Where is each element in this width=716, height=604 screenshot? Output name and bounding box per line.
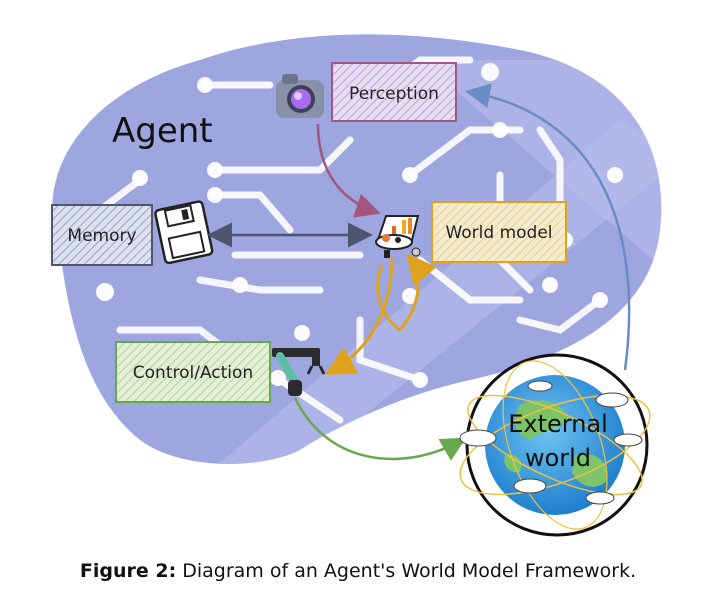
external-world-globe: External world xyxy=(459,353,651,537)
world-model-box: World model xyxy=(431,201,567,263)
worldmodel-feedback-loop-arrow xyxy=(398,253,437,331)
computer-icon xyxy=(375,215,421,258)
caption-text: Diagram of an Agent's World Model Framew… xyxy=(182,560,637,582)
world-model-label: World model xyxy=(445,223,552,243)
control-to-external-arrow xyxy=(293,397,467,461)
external-to-perception-arrow xyxy=(465,83,631,371)
memory-label: Memory xyxy=(67,226,136,246)
agent-title: Agent xyxy=(112,111,213,151)
worldmodel-feedback-loop-arrow-2 xyxy=(376,264,401,332)
control-action-label: Control/Action xyxy=(133,363,253,383)
control-action-box: Control/Action xyxy=(115,341,271,403)
perception-box: Perception xyxy=(331,62,457,122)
external-world-line2: world xyxy=(525,444,591,472)
robot-arm-icon xyxy=(272,348,326,396)
floppy-disk-icon xyxy=(154,200,214,265)
external-world-line1: External xyxy=(508,410,608,438)
caption-label: Figure 2: xyxy=(79,560,177,582)
memory-box: Memory xyxy=(51,204,153,266)
camera-icon xyxy=(276,74,324,118)
perception-label: Perception xyxy=(349,84,439,104)
figure-caption: Figure 2: Diagram of an Agent's World Mo… xyxy=(0,560,716,582)
perception-to-worldmodel-arrow xyxy=(316,123,381,218)
worldmodel-to-control-arrow xyxy=(324,257,394,375)
